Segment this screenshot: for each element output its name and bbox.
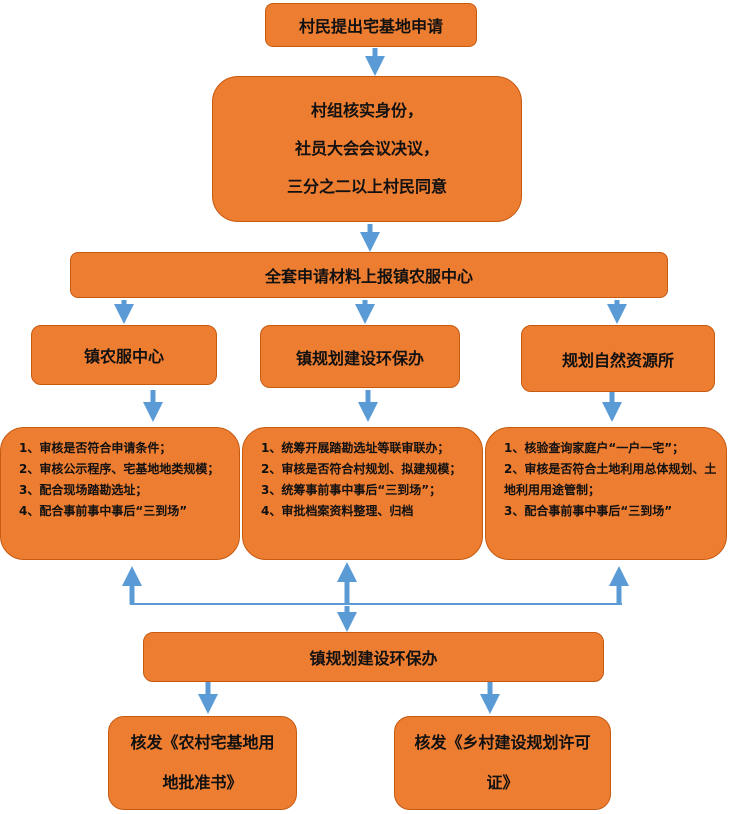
output-label: 核发《乡村建设规划许可证》 — [414, 733, 591, 792]
dept-name: 镇规划建设环保办 — [295, 348, 424, 368]
task-item: 1、核验查询家庭户“一户一宅”； — [504, 441, 685, 455]
output-homestead-approval: 核发《农村宅基地用地批准书》 — [108, 716, 297, 810]
dept-natural-resources: 规划自然资源所 — [521, 325, 715, 392]
review-line: 三分之二以上村民同意 — [286, 177, 447, 196]
review-line: 村组核实身份， — [310, 101, 423, 120]
task-item: 3、统筹事前事中事后“三到场”； — [261, 483, 442, 497]
dept-name: 规划自然资源所 — [561, 350, 674, 370]
task-item: 3、配合现场踏勘选址； — [19, 483, 148, 497]
step-planning-office-final: 镇规划建设环保办 — [143, 632, 604, 682]
step-village-review: 村组核实身份， 社员大会会议决议， 三分之二以上村民同意 — [212, 76, 522, 222]
task-item: 2、审核是否符合村规划、拟建规模； — [261, 462, 462, 476]
step-apply: 村民提出宅基地申请 — [265, 3, 477, 47]
dept-name: 镇农服中心 — [83, 347, 164, 366]
task-item: 4、配合事前事中事后“三到场” — [19, 504, 188, 518]
tasks-planning-office: 1、统筹开展踏勘选址等联审联办； 2、审核是否符合村规划、拟建规模； 3、统筹事… — [242, 427, 483, 560]
step-apply-label: 村民提出宅基地申请 — [298, 17, 443, 36]
task-item: 2、审核是否符合土地利用总体规划、土地利用用途管制； — [504, 462, 717, 497]
dept-planning-office: 镇规划建设环保办 — [260, 325, 460, 388]
review-line: 社员大会会议决议， — [294, 139, 439, 158]
output-label: 核发《农村宅基地用地批准书》 — [130, 733, 275, 792]
task-item: 4、审批档案资料整理、归档 — [261, 504, 414, 518]
dept-agri-center: 镇农服中心 — [31, 325, 217, 385]
step-submit-label: 全套申请材料上报镇农服中心 — [264, 267, 473, 286]
task-item: 3、配合事前事中事后“三到场” — [504, 504, 673, 518]
task-item: 1、统筹开展踏勘选址等联审联办； — [261, 441, 450, 455]
tasks-agri-center: 1、审核是否符合申请条件； 2、审核公示程序、宅基地地类规模； 3、配合现场踏勘… — [0, 427, 240, 560]
task-item: 2、审核公示程序、宅基地地类规模； — [19, 462, 220, 476]
step-label: 镇规划建设环保办 — [309, 649, 438, 668]
tasks-natural-resources: 1、核验查询家庭户“一户一宅”； 2、审核是否符合土地利用总体规划、土地利用用途… — [485, 427, 727, 560]
task-item: 1、审核是否符合申请条件； — [19, 441, 172, 455]
output-planning-permit: 核发《乡村建设规划许可证》 — [394, 716, 611, 810]
step-submit: 全套申请材料上报镇农服中心 — [70, 252, 668, 298]
